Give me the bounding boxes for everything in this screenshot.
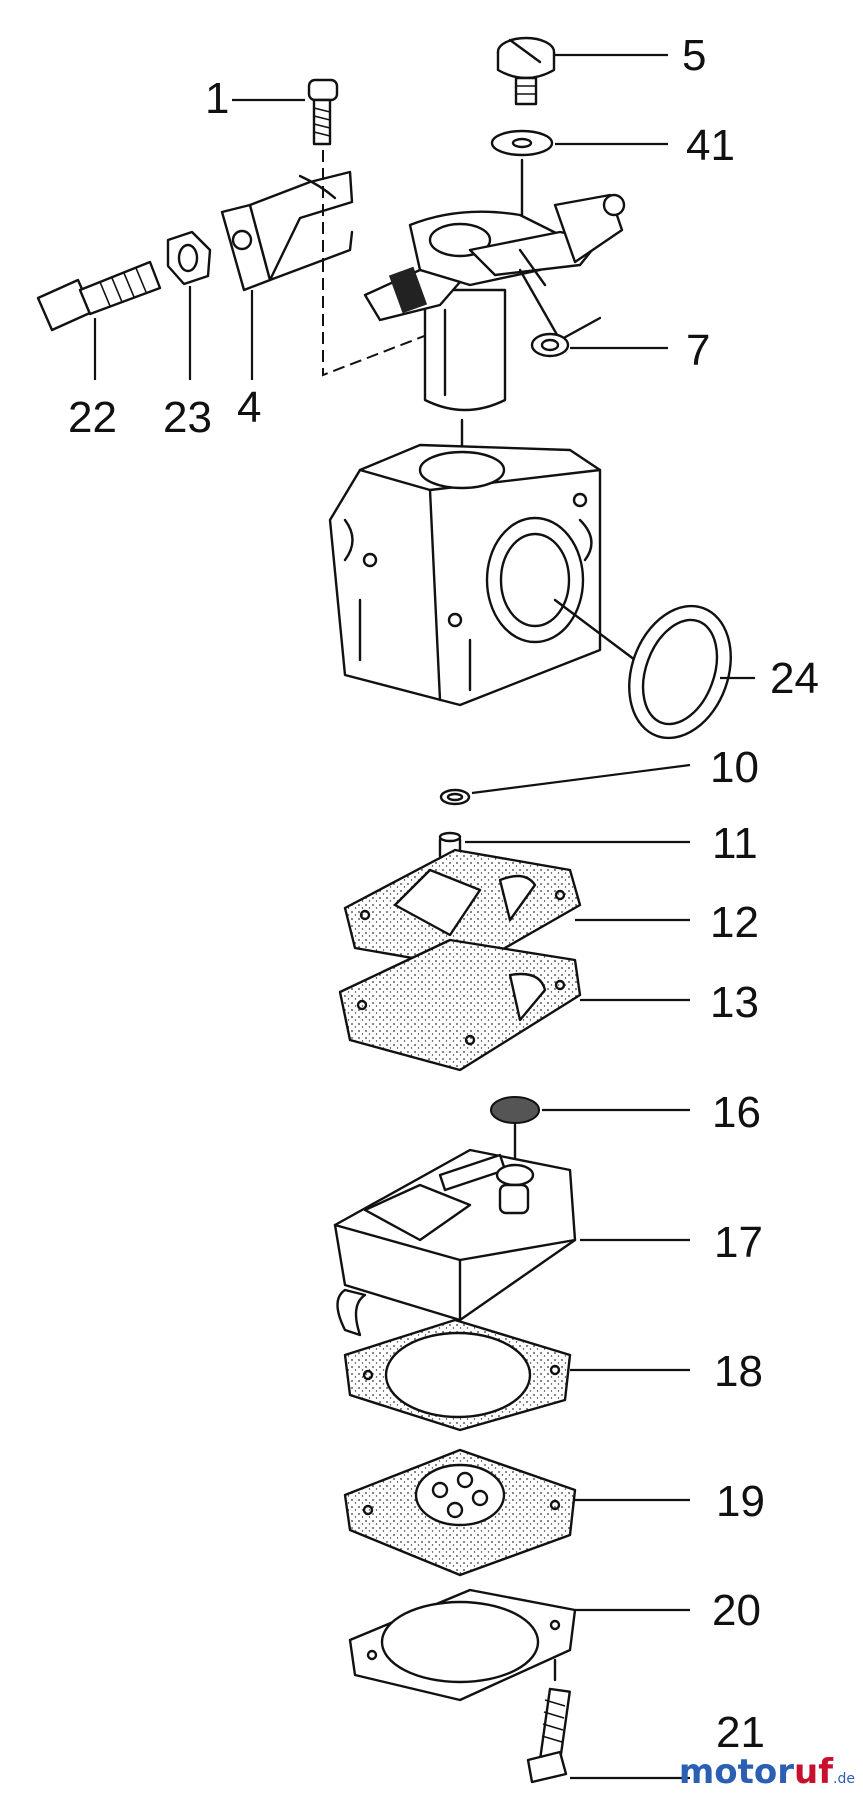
part-label-16: 16 <box>712 1088 761 1137</box>
part-20-cover <box>348 1588 577 1702</box>
part-label-20: 20 <box>712 1586 761 1635</box>
part-22-screw <box>36 260 162 332</box>
part-1-screw <box>307 78 339 146</box>
part-label-5: 5 <box>682 31 706 80</box>
part-label-7: 7 <box>686 326 710 375</box>
part-label-11: 11 <box>712 819 758 868</box>
part-4-bracket <box>220 170 354 292</box>
part-21-screw <box>526 1687 571 1784</box>
part-16-screen <box>490 1096 540 1124</box>
part-23-nut <box>166 230 212 286</box>
watermark-brand-a: motor <box>678 1752 795 1792</box>
part-label-10: 10 <box>710 743 759 792</box>
part-labels: 1 5 41 7 22 23 4 24 10 11 12 13 16 17 18… <box>68 31 819 1757</box>
part-label-41: 41 <box>686 121 735 170</box>
part-label-19: 19 <box>716 1477 765 1526</box>
part-label-18: 18 <box>714 1347 763 1396</box>
part-13-gasket <box>338 938 582 1072</box>
part-10-o-ring <box>439 788 471 806</box>
watermark-brand-b: uf <box>794 1752 834 1792</box>
part-label-23: 23 <box>163 393 212 442</box>
part-24-ring <box>628 604 732 740</box>
part-5-screw <box>496 36 556 106</box>
leader-lines <box>93 53 755 1780</box>
part-label-21: 21 <box>716 1708 765 1757</box>
carburetor-body <box>328 443 602 707</box>
part-19-diaphragm <box>343 1448 577 1577</box>
part-label-1: 1 <box>205 74 229 123</box>
part-label-17: 17 <box>714 1218 763 1267</box>
part-41-washer <box>490 129 554 157</box>
part-17-pump-body <box>333 1148 577 1337</box>
part-label-22: 22 <box>68 393 117 442</box>
watermark-brand-tld: .de <box>833 1771 855 1787</box>
part-label-13: 13 <box>710 978 759 1027</box>
throttle-assembly <box>363 193 626 412</box>
part-label-12: 12 <box>710 898 759 947</box>
part-11-pin <box>438 831 462 861</box>
part-label-24: 24 <box>770 654 819 703</box>
part-18-gasket <box>343 1318 572 1432</box>
motoruf-watermark-logo: motoruf.de <box>679 1752 855 1792</box>
part-12-gasket <box>343 848 582 970</box>
part-label-4: 4 <box>237 383 261 432</box>
part-7-nut <box>530 332 570 358</box>
